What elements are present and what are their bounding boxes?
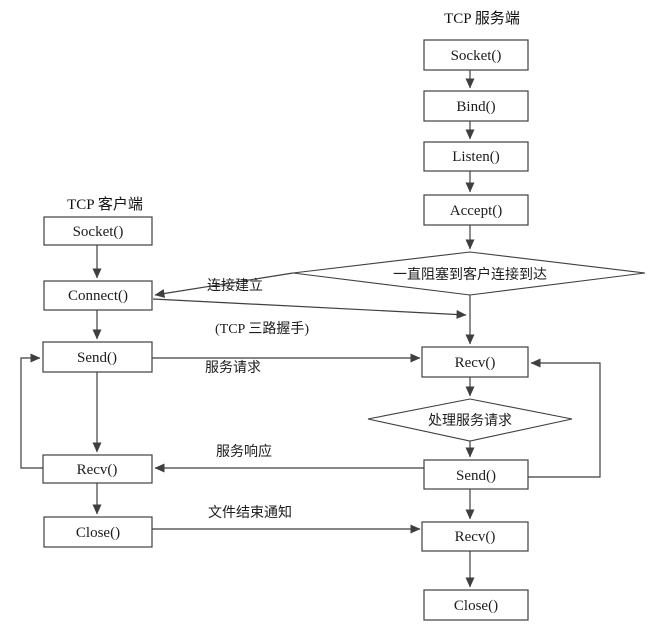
server-decision-process-label: 处理服务请求 — [428, 413, 512, 429]
server-box-listen-label: Listen() — [452, 149, 499, 165]
server-box-recv2: Recv() — [421, 521, 529, 552]
client-box-recv-label: Recv() — [77, 462, 118, 478]
edge-label-three-way-handshake: (TCP 三路握手) — [215, 321, 309, 337]
server-box-accept: Accept() — [423, 194, 529, 226]
arrow-server-send-loop-to-recv — [528, 358, 601, 478]
server-box-socket: Socket() — [423, 39, 529, 71]
server-box-listen: Listen() — [423, 141, 529, 172]
server-box-close: Close() — [423, 589, 529, 621]
arrow-three-way-handshake — [152, 298, 467, 320]
edge-label-service-request: 服务请求 — [205, 360, 261, 376]
arrow-client-recv-loop-to-send — [20, 353, 43, 469]
client-box-socket: Socket() — [43, 216, 153, 246]
server-box-socket-label: Socket() — [451, 48, 502, 64]
edge-label-connection-established: 连接建立 — [207, 277, 263, 294]
client-box-close-label: Close() — [76, 525, 120, 541]
client-column-title: TCP 客户端 — [67, 196, 143, 213]
client-box-send-label: Send() — [77, 350, 117, 366]
server-box-bind-label: Bind() — [456, 99, 495, 115]
edge-label-service-response: 服务响应 — [216, 443, 272, 460]
server-box-send: Send() — [423, 459, 529, 490]
client-box-recv: Recv() — [42, 454, 153, 484]
server-column-title: TCP 服务端 — [444, 10, 520, 27]
client-box-send: Send() — [42, 341, 153, 373]
server-decision-block: 一直阻塞到客户连接到达 — [292, 251, 646, 296]
client-box-connect: Connect() — [43, 280, 153, 311]
server-box-close-label: Close() — [454, 598, 498, 614]
arrow-connection-established — [154, 272, 294, 298]
client-box-connect-label: Connect() — [68, 288, 128, 304]
edge-label-eof-notification: 文件结束通知 — [208, 504, 292, 521]
server-box-send-label: Send() — [456, 468, 496, 484]
client-box-close: Close() — [43, 516, 153, 548]
server-box-bind: Bind() — [423, 90, 529, 122]
server-box-recv1-label: Recv() — [455, 355, 496, 371]
server-box-accept-label: Accept() — [450, 203, 502, 219]
server-box-recv2-label: Recv() — [455, 529, 496, 545]
server-decision-block-label: 一直阻塞到客户连接到达 — [393, 266, 547, 283]
server-box-recv1: Recv() — [421, 346, 529, 378]
client-box-socket-label: Socket() — [73, 224, 124, 240]
server-decision-process: 处理服务请求 — [367, 398, 573, 442]
